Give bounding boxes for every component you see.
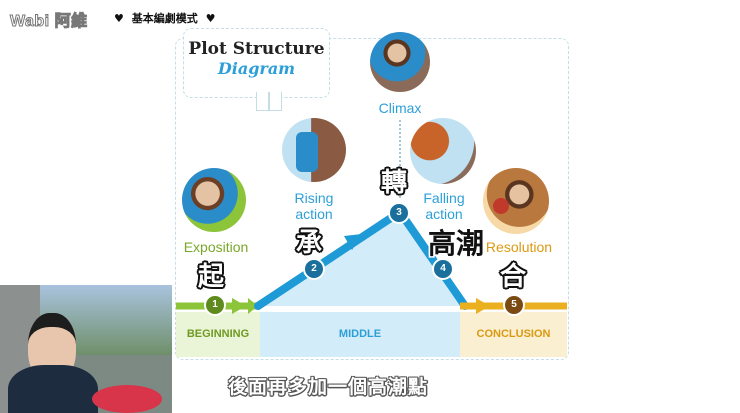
stage-number-1: 1 — [204, 294, 226, 316]
exposition-label: Exposition — [183, 239, 249, 255]
cjk-zhuan: 轉 — [381, 168, 408, 198]
cjk-qi: 起 — [198, 262, 225, 292]
falling-action-label: Falling action — [414, 190, 474, 222]
stage-number-5: 5 — [503, 294, 525, 316]
cjk-he: 合 — [500, 262, 527, 292]
stage-number-3: 3 — [388, 202, 410, 224]
resolution-label: Resolution — [485, 239, 553, 255]
cjk-gaochao: 高潮 — [428, 227, 485, 260]
diagram-title: Plot Structure — [188, 39, 325, 59]
section-middle: MIDDLE — [260, 312, 460, 357]
section-conclusion: CONCLUSION — [460, 312, 567, 357]
rising-action-label: Rising action — [284, 190, 344, 222]
falling-action-portrait — [410, 118, 476, 184]
climax-portrait — [370, 32, 430, 92]
diagram-frame — [175, 38, 569, 360]
diagram-title-box: Plot Structure Diagram — [183, 28, 330, 98]
exposition-portrait — [182, 168, 246, 232]
heart-icon: ♥ — [205, 12, 216, 25]
diagram-subtitle: Diagram — [217, 59, 296, 78]
book-icon — [256, 92, 282, 111]
rising-action-portrait — [282, 118, 346, 182]
stage-number-4: 4 — [432, 258, 454, 280]
webcam-video — [0, 285, 172, 413]
mode-label: 基本編劇模式 — [131, 12, 198, 25]
rising-label-line2: action — [295, 206, 333, 222]
section-beginning: BEGINNING — [176, 312, 260, 357]
stage-number-2: 2 — [303, 258, 325, 280]
cjk-cheng: 承 — [296, 228, 323, 258]
mode-label-group: ♥ 基本編劇模式 ♥ — [114, 10, 215, 26]
resolution-portrait — [483, 168, 549, 234]
falling-label-line2: action — [425, 206, 463, 222]
rising-label-line1: Rising — [294, 190, 334, 206]
video-subtitle: 後面再多加一個高潮點 — [228, 376, 429, 398]
climax-label: Climax — [378, 100, 422, 116]
heart-icon: ♥ — [114, 12, 124, 25]
falling-label-line1: Falling — [423, 190, 465, 206]
channel-name: Wabi 阿維 — [10, 13, 88, 31]
